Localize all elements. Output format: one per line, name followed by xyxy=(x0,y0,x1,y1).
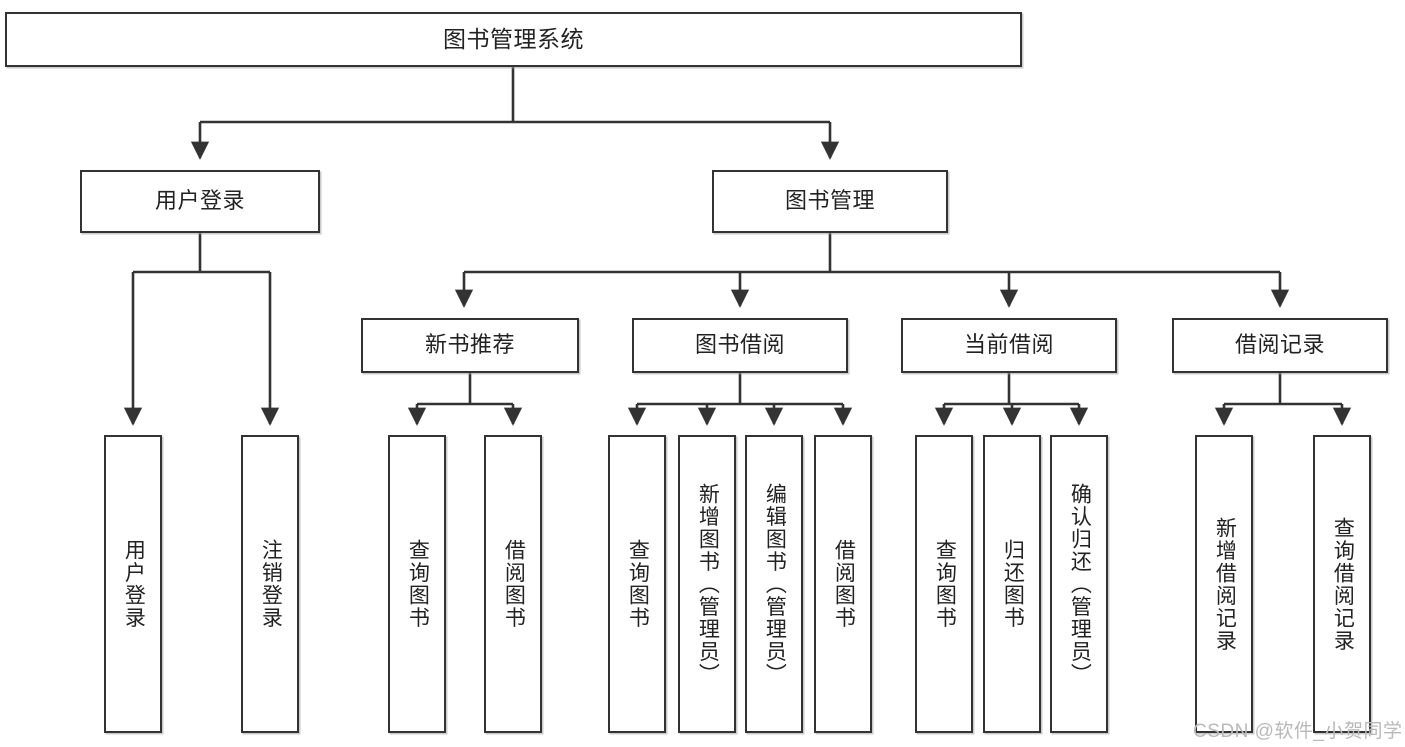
node-leaf-return-book-label: 归还图书 xyxy=(1001,539,1025,629)
node-new-book-recommend[interactable]: 新书推荐 xyxy=(361,318,579,373)
node-leaf-query-book-1-label: 查询图书 xyxy=(406,539,430,629)
node-book-manage[interactable]: 图书管理 xyxy=(712,170,948,233)
node-new-book-recommend-label: 新书推荐 xyxy=(424,332,515,358)
node-leaf-return-book[interactable]: 归还图书 xyxy=(983,435,1041,733)
node-leaf-borrow-book-1[interactable]: 借阅图书 xyxy=(484,435,542,733)
watermark: CSDN @软件_小贺同学 xyxy=(1193,721,1403,742)
node-leaf-query-book-3-label: 查询图书 xyxy=(933,539,957,629)
node-current-borrow[interactable]: 当前借阅 xyxy=(901,318,1117,373)
node-current-borrow-label: 当前借阅 xyxy=(963,332,1054,358)
node-book-borrow[interactable]: 图书借阅 xyxy=(632,318,848,373)
node-user-login[interactable]: 用户登录 xyxy=(80,170,320,233)
node-leaf-edit-book-admin[interactable]: 编辑图书（管理员） xyxy=(745,435,803,733)
node-leaf-logout-login-label: 注销登录 xyxy=(259,539,283,629)
node-leaf-add-borrow-record[interactable]: 新增借阅记录 xyxy=(1195,435,1253,733)
node-leaf-add-book-admin-label: 新增图书（管理员） xyxy=(696,482,720,686)
node-book-borrow-label: 图书借阅 xyxy=(694,332,785,358)
node-root-label: 图书管理系统 xyxy=(443,26,584,53)
node-leaf-query-borrow-record-label: 查询借阅记录 xyxy=(1331,516,1355,652)
node-leaf-query-book-3[interactable]: 查询图书 xyxy=(915,435,973,733)
node-leaf-query-borrow-record[interactable]: 查询借阅记录 xyxy=(1313,435,1371,733)
node-leaf-add-borrow-record-label: 新增借阅记录 xyxy=(1213,516,1237,652)
node-user-login-label: 用户登录 xyxy=(154,188,245,214)
node-leaf-query-book-2[interactable]: 查询图书 xyxy=(608,435,666,733)
node-leaf-add-book-admin[interactable]: 新增图书（管理员） xyxy=(678,435,736,733)
node-leaf-edit-book-admin-label: 编辑图书（管理员） xyxy=(763,482,787,686)
node-book-manage-label: 图书管理 xyxy=(784,188,875,214)
node-leaf-borrow-book-2[interactable]: 借阅图书 xyxy=(814,435,872,733)
node-leaf-user-login[interactable]: 用户登录 xyxy=(104,435,162,733)
node-leaf-borrow-book-1-label: 借阅图书 xyxy=(502,539,526,629)
node-leaf-logout-login[interactable]: 注销登录 xyxy=(241,435,299,733)
node-leaf-confirm-return-admin[interactable]: 确认归还（管理员） xyxy=(1050,435,1108,733)
node-borrow-record[interactable]: 借阅记录 xyxy=(1172,318,1388,373)
node-leaf-query-book-1[interactable]: 查询图书 xyxy=(388,435,446,733)
node-borrow-record-label: 借阅记录 xyxy=(1234,332,1325,358)
node-leaf-user-login-label: 用户登录 xyxy=(122,539,146,629)
node-leaf-query-book-2-label: 查询图书 xyxy=(626,539,650,629)
node-leaf-borrow-book-2-label: 借阅图书 xyxy=(832,539,856,629)
node-leaf-confirm-return-admin-label: 确认归还（管理员） xyxy=(1068,482,1092,686)
node-root[interactable]: 图书管理系统 xyxy=(5,12,1022,67)
